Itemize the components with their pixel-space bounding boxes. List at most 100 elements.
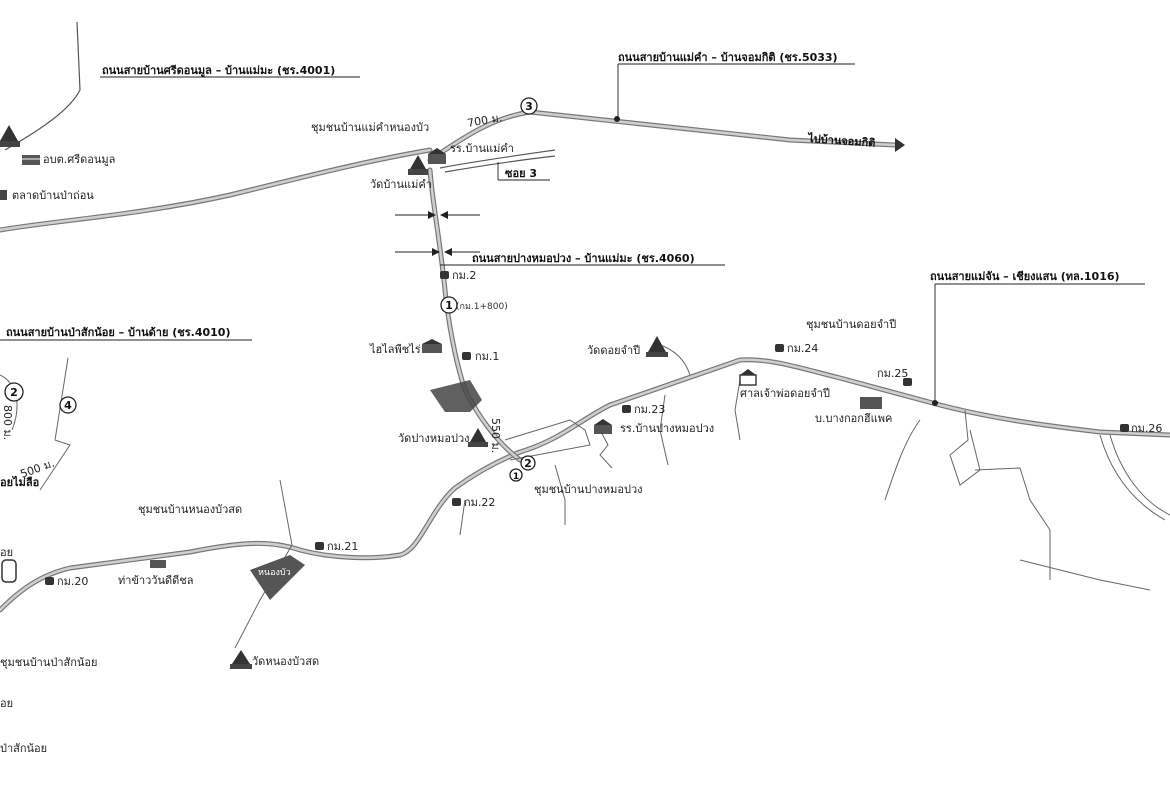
label-pangmorpuang-community: ชุมชนบ้านปางหมอปวง [534,483,643,496]
farm-icon [422,339,442,353]
marker-1: 1 [440,296,458,314]
label-obt: อบต.ศรีดอนมูล [43,153,115,166]
svg-text:กม.2: กม.2 [452,269,476,282]
svg-text:3: 3 [525,100,533,113]
local-road-e [459,499,466,536]
svg-text:กม.25: กม.25 [877,367,908,380]
km-label-1-800: (กม.1+800) [456,302,508,312]
label-road-4060: ถนนสายปางหมอปวง – บ้านแม่มะ (ชร.4060) [472,252,695,265]
label-wat-maekham: วัดบ้านแม่คำ [370,178,432,191]
label-road-1016: ถนนสายแม่จัน – เชียงแสน (ทล.1016) [930,270,1120,283]
svg-text:1: 1 [513,472,519,482]
label-left-ban: อยไม่ลือ [0,475,39,489]
svg-text:กม.22: กม.22 [464,496,495,509]
temple-icon [0,125,20,147]
width-marker-upper [395,211,480,219]
west-road-b [39,357,71,491]
svg-text:กม.1: กม.1 [475,350,499,363]
village-area-pmp [430,380,482,412]
svg-text:กม.20: กม.20 [57,575,88,588]
soi-3-road-edge [444,155,556,173]
factory-icon [860,397,882,409]
label-wat-nongbuasod: วัดหนองบัวสด [252,655,319,668]
svg-text:4: 4 [64,399,72,412]
marker-3: 3 [520,97,538,115]
label-pier: ท่าข้าววันดีดีชล [118,574,194,587]
temple-icon [230,650,252,669]
label-maekham-community: ชุมชนบ้านแม่คำหนองบัว [311,121,429,134]
label-shrine: ศาลเจ้าพ่อดอยจำปี [740,387,830,400]
svg-text:2: 2 [10,386,18,399]
distance-800: 800 ม. [1,405,14,440]
label-doijampee-community: ชุมชนบ้านดอยจำปี [806,318,896,331]
width-marker-lower [395,248,480,256]
km-marker-20: กม.20 [45,575,88,588]
label-market: ตลาดบ้านป่าถ่อน [12,189,94,202]
label-wat-doijampee: วัดดอยจำปี [587,344,640,357]
east-road-c [974,467,1051,580]
km-marker-25: กม.25 [877,367,912,386]
km-marker-22: กม.22 [452,496,495,509]
nw-road [4,21,81,151]
east-road-e [1099,434,1166,521]
svg-text:กม.21: กม.21 [327,540,358,553]
school-icon [428,148,446,164]
wat-doijampee-road [659,344,691,376]
temple-icon [468,428,488,447]
label-wat-pangmorpuang: วัดปางหมอปวง [398,432,470,445]
soi-3-road [439,149,556,169]
marker-1-lower: 1 [509,468,523,482]
svg-text:กม.26: กม.26 [1131,422,1162,435]
km-marker-24: กม.24 [775,342,818,355]
km-marker-21: กม.21 [315,540,358,553]
highway-1016 [0,357,1170,613]
pier-icon [150,560,166,568]
label-pasaknoi-community: ชุมชนบ้านป่าสักน้อย [0,656,98,669]
label-nongbuasod-community: ชุมชนบ้านหนองบัวสด [138,503,242,516]
nong-pond-area [250,555,305,600]
label-farm: ไฮไลพืชไร่ [369,343,421,356]
label-bangkok-feed: บ.บางกอกฮีแพค [815,412,892,425]
label-pasaknoi: ป่าสักน้อย [0,742,47,755]
market-icon [0,190,7,200]
label-school-pangmorpuang: รร.บ้านปางหมอปวง [620,422,714,435]
temple-icon [408,155,428,175]
east-road-a [949,409,981,486]
marker-2: 2 [520,455,536,471]
label-to-jomkiti: ไปบ้านจอมกิติ [806,131,876,150]
building-icon [1,559,17,583]
km-marker-26: กม.26 [1120,422,1162,435]
svg-text:กม.23: กม.23 [634,403,665,416]
label-left-a: อย [0,697,13,710]
distance-700: 700 ม. [466,111,503,130]
temple-icon [646,336,668,357]
distance-550: 550 ม. [489,418,502,453]
east-road-d [1019,559,1151,591]
local-road-d [554,464,566,525]
label-nong-pond: หนองบัว [258,568,291,578]
east-road-b [884,419,921,501]
svg-text:1: 1 [445,299,453,312]
local-road-b [599,429,613,469]
km-marker-2: กม.2 [440,269,476,282]
local-road-c [734,379,741,441]
marker-4: 4 [59,396,77,414]
building-icon [22,155,40,165]
label-road-4001: ถนนสายบ้านศรีดอนมูล – บ้านแม่มะ (ชร.4001… [102,64,335,78]
svg-text:กม.24: กม.24 [787,342,818,355]
school-icon [594,419,612,434]
junction-1016 [932,400,938,406]
junction-5033 [614,116,620,122]
shrine-icon [739,369,757,386]
label-soi3: ซอย 3 [505,167,537,180]
km-marker-1: กม.1 [462,350,499,363]
svg-text:2: 2 [524,457,532,470]
east-road-f [1109,434,1170,516]
road-4001 [0,147,433,233]
local-road-a [659,394,669,466]
marker-2-left: 2 [4,382,24,402]
label-road-5033: ถนนสายบ้านแม่คำ – บ้านจอมกิติ (ชร.5033) [618,51,838,64]
label-school-maekham: รร.บ้านแม่คำ [450,142,514,155]
label-road-4010: ถนนสายบ้านป่าสักน้อย – บ้านด้าย (ชร.4010… [6,326,230,339]
